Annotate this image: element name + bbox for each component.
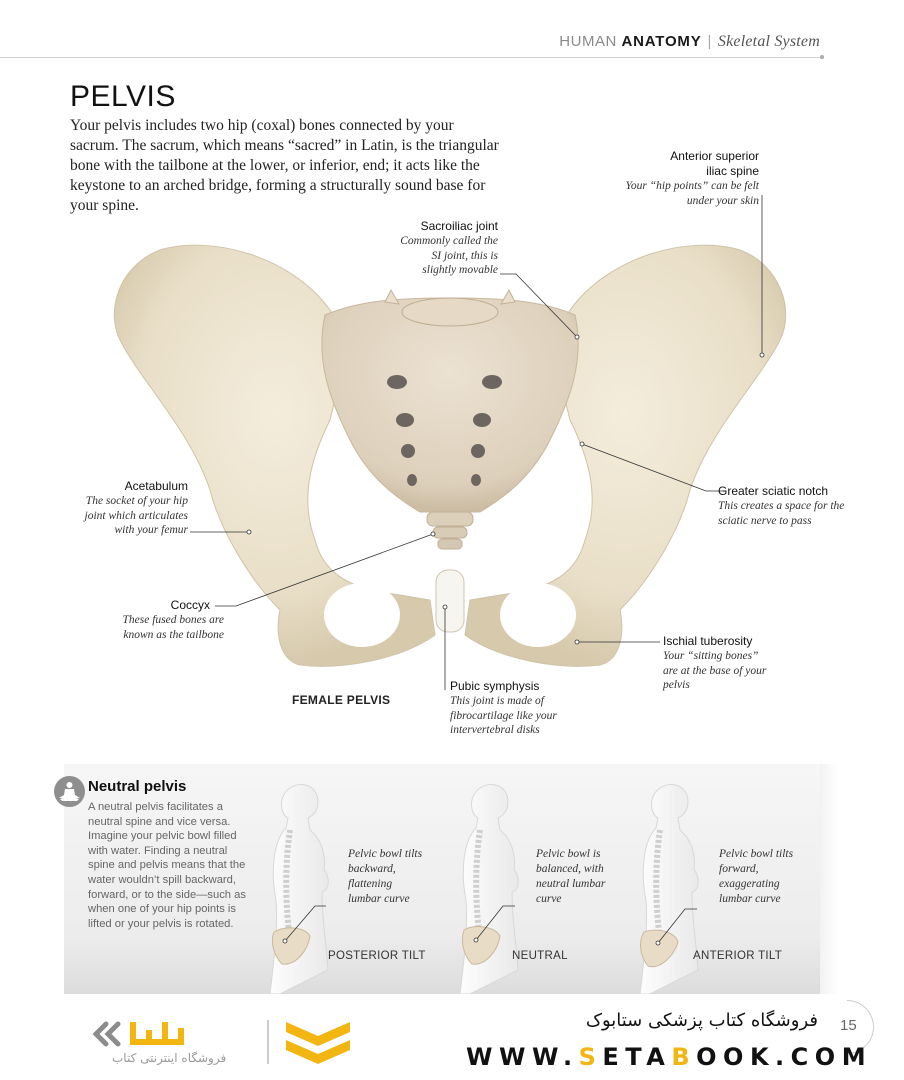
sciatic-desc: This creates a space for the sciatic ner…: [718, 500, 845, 527]
logo-tagline: فروشگاه اینترنتی کتاب: [112, 1051, 227, 1065]
posterior-tilt-desc: Pelvic bowl tilts backward, flattening l…: [348, 848, 423, 905]
ischial-label: Ischial tuberosity: [663, 634, 753, 648]
figure-caption: FEMALE PELVIS: [292, 693, 391, 707]
web-pre: WWW.: [466, 1043, 579, 1071]
sciatic-label: Greater sciatic notch: [718, 484, 829, 498]
annotation-coccyx: Coccyx These fused bones are known as th…: [100, 598, 224, 642]
posterior-tilt-label: POSTERIOR TILT: [328, 950, 426, 962]
tilt-figures: [269, 780, 820, 994]
web-mid: ETA: [602, 1043, 672, 1071]
running-head-light: HUMAN: [559, 33, 622, 50]
neutral-tilt-label: NEUTRAL: [512, 950, 568, 962]
annotation-pubic-symphysis: Pubic symphysis This joint is made of fi…: [450, 679, 580, 738]
si-joint-desc: Commonly called the SI joint, this is sl…: [400, 235, 498, 276]
web-b: B: [671, 1043, 697, 1071]
asis-label-2: iliac spine: [706, 164, 759, 178]
body-silhouette: [269, 784, 329, 994]
pelvis-illustration: [113, 244, 787, 667]
running-head-bold: ANATOMY: [621, 33, 702, 50]
web-s: S: [578, 1043, 603, 1071]
acetabulum-desc: The socket of your hip joint which artic…: [84, 495, 189, 536]
coccyx-label: Coccyx: [170, 598, 210, 612]
page-title: PELVIS: [70, 80, 176, 113]
annotation-ischial-tuberosity: Ischial tuberosity Your “sitting bones” …: [663, 634, 773, 693]
acetabulum-label: Acetabulum: [124, 479, 188, 493]
neutral-tilt-desc: Pelvic bowl is balanced, with neutral lu…: [536, 848, 606, 905]
leader-lines: [190, 195, 765, 690]
annotation-si-joint: Sacroiliac joint Commonly called the SI …: [398, 219, 498, 278]
running-head-section: Skeletal System: [717, 33, 820, 50]
header-rule: [0, 57, 822, 58]
annotation-acetabulum: Acetabulum The socket of your hip joint …: [70, 479, 189, 538]
ischial-desc: Your “sitting bones” are at the base of …: [663, 650, 767, 691]
annotation-sciatic-notch: Greater sciatic notch This creates a spa…: [718, 484, 848, 528]
coccyx-desc: These fused bones are known as the tailb…: [122, 614, 224, 641]
anterior-tilt-desc: Pelvic bowl tilts forward, exaggerating …: [719, 848, 794, 905]
asis-desc: Your “hip points” can be felt under your…: [625, 180, 759, 207]
intro-paragraph: Your pelvis includes two hip (coxal) bon…: [70, 117, 499, 214]
neutral-pelvis-body: A neutral pelvis facilitates a neutral s…: [88, 801, 246, 930]
store-name: فروشگاه کتاب پزشکی ستابوک: [585, 1010, 818, 1031]
header-rule-dot: [820, 55, 824, 59]
running-head: HUMAN ANATOMY | Skeletal System: [559, 33, 820, 51]
asis-label-1: Anterior superior: [670, 149, 759, 163]
si-joint-label: Sacroiliac joint: [420, 219, 498, 233]
website-link[interactable]: WWW.SETABOOK.COM: [466, 1043, 872, 1071]
neutral-pelvis-title: Neutral pelvis: [88, 778, 187, 795]
annotation-asis: Anterior superior iliac spine Your “hip …: [559, 149, 759, 208]
panel-edge: [820, 764, 838, 994]
web-post: OOK.COM: [696, 1043, 873, 1071]
meditation-figure-icon: [54, 776, 85, 807]
setabook-logo: [92, 1020, 350, 1064]
anterior-tilt-label: ANTERIOR TILT: [693, 950, 783, 962]
page-number: 15: [840, 1017, 857, 1034]
running-head-separator: |: [707, 33, 712, 50]
pubic-label: Pubic symphysis: [450, 679, 540, 693]
pubic-desc: This joint is made of fibrocartilage lik…: [450, 695, 557, 736]
